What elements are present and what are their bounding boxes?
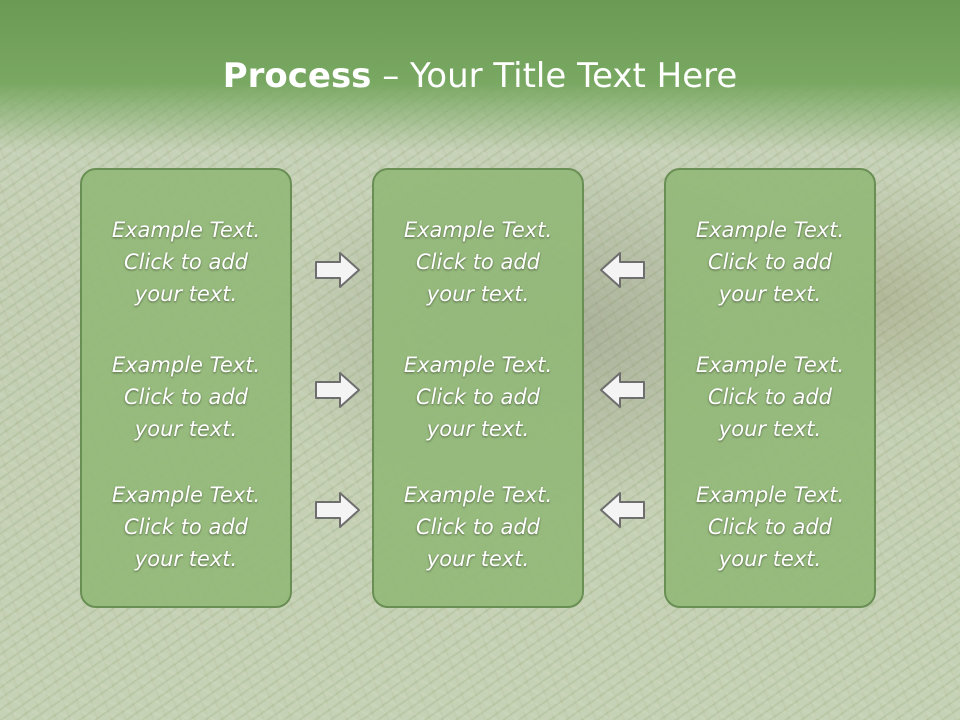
panel-left[interactable]: Example Text. Click to add your text. Ex… <box>80 168 292 608</box>
text-line: your text. <box>134 282 238 306</box>
text-block[interactable]: Example Text. Click to add your text. <box>374 214 582 310</box>
text-block[interactable]: Example Text. Click to add your text. <box>82 349 290 445</box>
text-line: your text. <box>718 417 822 441</box>
text-line: Click to add <box>415 515 540 539</box>
text-line: your text. <box>426 282 530 306</box>
arrow-left-icon[interactable] <box>598 490 646 530</box>
text-line: Example Text. <box>111 218 261 242</box>
text-line: Example Text. <box>111 483 261 507</box>
arrow-left-icon[interactable] <box>598 250 646 290</box>
text-line: Click to add <box>707 250 832 274</box>
text-line: Click to add <box>415 250 540 274</box>
title-rest: – Your Title Text Here <box>371 56 738 96</box>
text-line: your text. <box>426 547 530 571</box>
slide-title[interactable]: Process – Your Title Text Here <box>0 52 960 100</box>
arrow-right-icon[interactable] <box>314 250 362 290</box>
text-block[interactable]: Example Text. Click to add your text. <box>82 214 290 310</box>
text-line: Click to add <box>707 385 832 409</box>
text-line: Example Text. <box>403 218 553 242</box>
text-line: your text. <box>718 547 822 571</box>
arrow-right-icon[interactable] <box>314 490 362 530</box>
text-line: Click to add <box>123 250 248 274</box>
text-block[interactable]: Example Text. Click to add your text. <box>666 349 874 445</box>
text-block[interactable]: Example Text. Click to add your text. <box>374 479 582 575</box>
text-line: Example Text. <box>695 353 845 377</box>
text-line: Example Text. <box>695 218 845 242</box>
arrow-right-icon[interactable] <box>314 370 362 410</box>
text-line: Click to add <box>123 515 248 539</box>
text-block[interactable]: Example Text. Click to add your text. <box>374 349 582 445</box>
text-line: your text. <box>134 417 238 441</box>
text-line: Click to add <box>415 385 540 409</box>
text-line: Click to add <box>707 515 832 539</box>
panel-middle[interactable]: Example Text. Click to add your text. Ex… <box>372 168 584 608</box>
text-line: your text. <box>426 417 530 441</box>
title-bold: Process <box>222 56 372 96</box>
text-block[interactable]: Example Text. Click to add your text. <box>666 214 874 310</box>
text-line: Example Text. <box>695 483 845 507</box>
arrow-left-icon[interactable] <box>598 370 646 410</box>
panel-right[interactable]: Example Text. Click to add your text. Ex… <box>664 168 876 608</box>
text-line: Example Text. <box>111 353 261 377</box>
text-line: your text. <box>134 547 238 571</box>
text-block[interactable]: Example Text. Click to add your text. <box>82 479 290 575</box>
text-line: your text. <box>718 282 822 306</box>
text-line: Example Text. <box>403 483 553 507</box>
text-block[interactable]: Example Text. Click to add your text. <box>666 479 874 575</box>
text-line: Click to add <box>123 385 248 409</box>
title-bar <box>0 0 960 150</box>
text-line: Example Text. <box>403 353 553 377</box>
